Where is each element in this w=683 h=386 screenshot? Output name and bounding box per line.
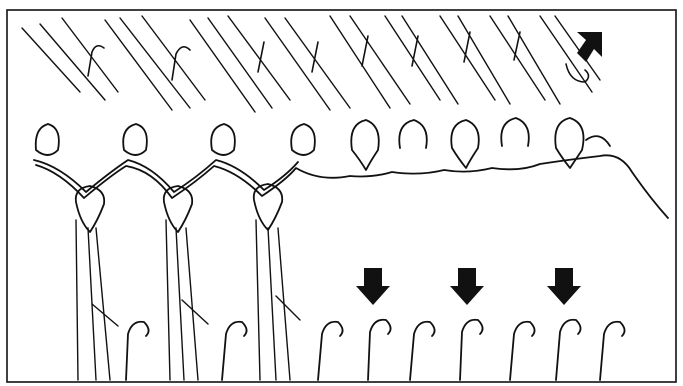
lower-stitches [76, 184, 282, 232]
down-arrows [356, 268, 581, 305]
lower-needle-stems [76, 220, 300, 380]
arrow-down-icon [450, 268, 484, 305]
upper-needle-bed [22, 16, 600, 112]
arrow-down-icon [547, 268, 581, 305]
arrow-down-icon [356, 268, 390, 305]
arrow-up-right-icon [577, 32, 602, 62]
lower-hooks [126, 320, 625, 380]
upper-loops [36, 118, 610, 170]
